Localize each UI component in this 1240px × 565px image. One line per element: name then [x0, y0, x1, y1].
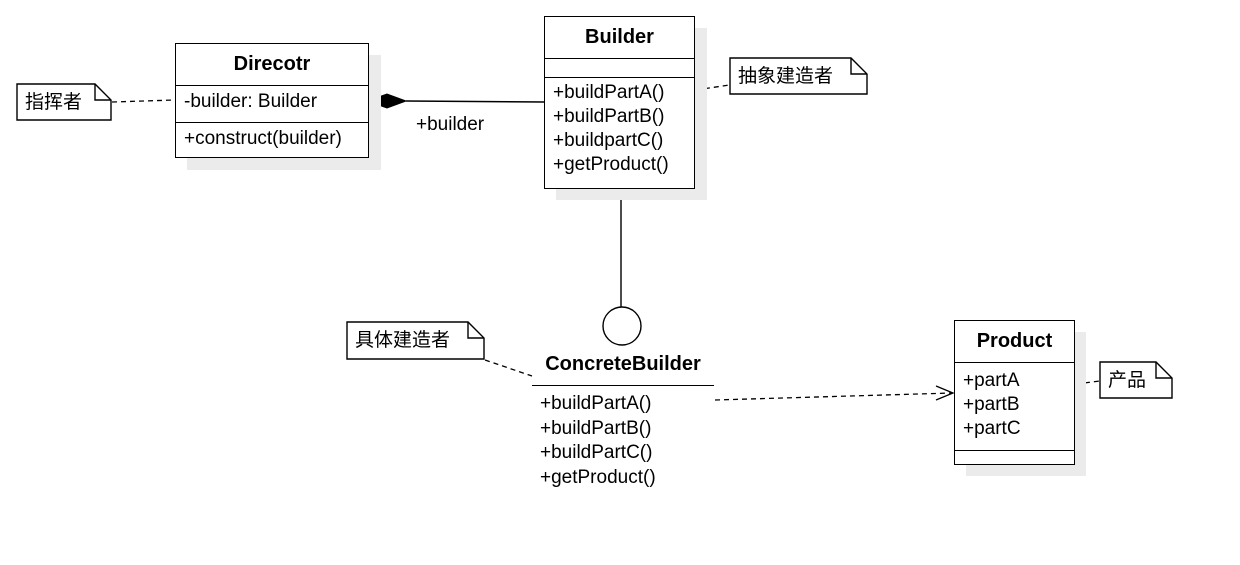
operation: +construct(builder): [184, 128, 342, 149]
note-shape: [346, 321, 485, 360]
class-name: Product: [976, 330, 1053, 352]
attributes-section: +partA +partB +partC: [955, 362, 1074, 450]
operations-section: [955, 450, 1074, 464]
attribute: -builder: Builder: [184, 91, 318, 112]
attributes-section: -builder: Builder: [176, 85, 368, 122]
operations-section: +buildPartA() +buildPartB() +buildpartC(…: [545, 77, 694, 181]
operation: +buildPartC(): [540, 442, 653, 463]
note-shape: [1099, 361, 1173, 399]
note-shape: [16, 83, 112, 121]
operation: +buildPartA(): [553, 82, 665, 103]
note-shape: [729, 57, 868, 95]
class-builder[interactable]: Builder +buildPartA() +buildPartB() +bui…: [544, 16, 695, 189]
interface-lollipop-circle: [602, 306, 642, 346]
association-role-label: +builder: [416, 114, 485, 135]
class-director[interactable]: Direcotr -builder: Builder +construct(bu…: [175, 43, 369, 158]
class-name: Direcotr: [233, 53, 311, 75]
note-anchor-director: [111, 99, 176, 103]
class-concrete-builder[interactable]: ConcreteBuilder +buildPartA() +buildPart…: [532, 348, 714, 493]
operation: +getProduct(): [553, 154, 669, 175]
operation: +buildpartC(): [553, 130, 664, 151]
attribute: +partA: [963, 370, 1020, 391]
operations-section: +construct(builder): [176, 122, 368, 157]
header-divider: [532, 385, 714, 386]
note-product[interactable]: 产品: [1108, 369, 1147, 391]
operation: +buildPartB(): [553, 106, 665, 127]
note-builder[interactable]: 抽象建造者: [738, 65, 834, 87]
operation: +getProduct(): [540, 466, 656, 488]
attribute: +partC: [963, 418, 1021, 439]
note-concrete-builder[interactable]: 具体建造者: [355, 329, 451, 351]
composition-line: [405, 100, 545, 103]
operations-section: +buildPartA() +buildPartB() +buildPartC(…: [540, 392, 656, 490]
attributes-section: [545, 58, 694, 77]
note-anchor-concrete-builder: [484, 359, 533, 377]
operation: +buildPartA(): [540, 393, 652, 414]
operation: +buildPartB(): [540, 417, 652, 439]
dependency-arrowhead: [935, 385, 955, 401]
class-name: ConcreteBuilder: [545, 353, 701, 375]
note-director[interactable]: 指挥者: [25, 91, 83, 113]
note-anchor-builder: [695, 84, 730, 91]
dependency-line: [714, 392, 953, 401]
class-name: Builder: [585, 26, 654, 48]
class-product[interactable]: Product +partA +partB +partC: [954, 320, 1075, 465]
attribute: +partB: [963, 394, 1020, 415]
